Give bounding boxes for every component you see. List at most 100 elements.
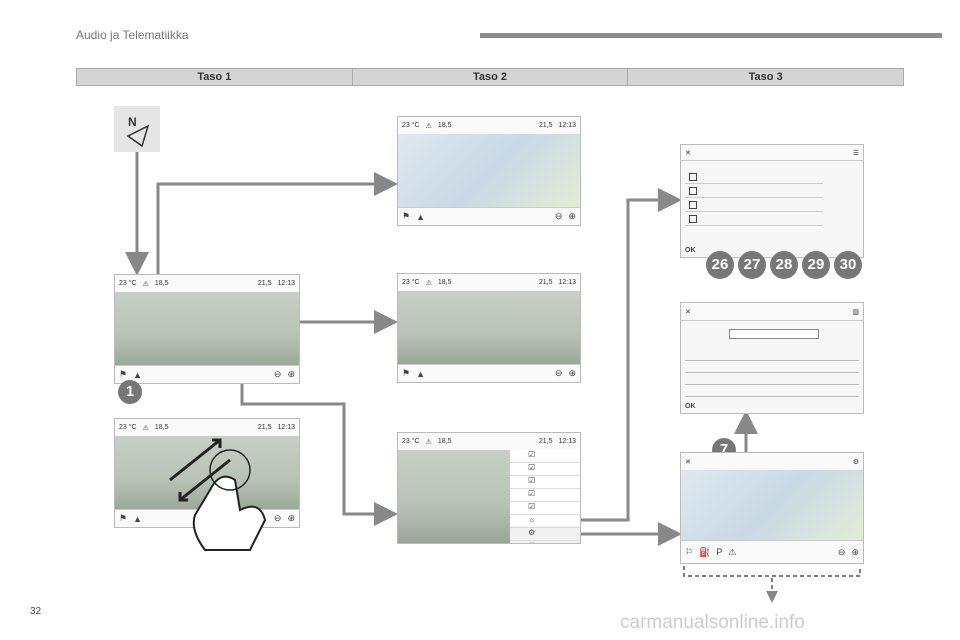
menu-item[interactable]: ☼ — [510, 515, 580, 528]
ok-button[interactable]: OK — [685, 247, 696, 254]
map-view[interactable] — [398, 291, 580, 365]
screen-level2-city-map[interactable]: 23 °C ⚠ 18,5 21,5 12:13 ⚑ ▲ ⊖ ⊕ — [397, 116, 581, 226]
checkbox[interactable] — [689, 187, 697, 195]
val1: 18,5 — [437, 122, 452, 129]
temp: 23 °C — [402, 438, 420, 445]
pinch-hand-icon — [169, 438, 267, 551]
map-view[interactable] — [398, 134, 580, 208]
map-view[interactable] — [398, 450, 510, 543]
time: 12:13 — [277, 424, 295, 431]
temp: 23 °C — [402, 122, 420, 129]
section-title: Audio ja Telematiikka — [76, 28, 189, 42]
zoom-out-icon[interactable]: ⊖ — [273, 513, 282, 523]
level-2: Taso 2 — [353, 69, 629, 85]
val2: 21,5 — [538, 122, 553, 129]
north-icon: N — [114, 106, 160, 152]
warning-icon: ⚠ — [142, 280, 149, 288]
fuel-icon[interactable]: ⛽ — [699, 546, 711, 557]
val2: 21,5 — [538, 279, 553, 286]
close-icon[interactable]: ✕ — [685, 149, 691, 157]
text-field[interactable] — [729, 329, 819, 339]
warning-icon: ⚠ — [142, 424, 149, 432]
screen-level3-grid[interactable]: ✕ ▥ OK — [680, 302, 864, 414]
zoom-in-icon[interactable]: ⊕ — [287, 513, 295, 523]
zoom-in-icon[interactable]: ⊕ — [851, 546, 859, 557]
footer-watermark: carmanualsonline.info — [620, 612, 805, 633]
page-number: 32 — [30, 606, 42, 617]
flag-icon[interactable]: ⚑ — [402, 368, 411, 378]
zoom-in-icon[interactable]: ⊕ — [568, 368, 576, 378]
compass-icon[interactable]: ▲ — [133, 369, 142, 380]
side-menu: ☑ ☑ ☑ ☑ ☑ ☼ ⚙ ▥ — [510, 450, 580, 543]
val1: 18,5 — [437, 438, 452, 445]
screen-level2-menu[interactable]: 23 °C ⚠ 18,5 21,5 12:13 ☑ ☑ ☑ ☑ ☑ ☼ ⚙ ▥ — [397, 432, 581, 544]
val2: 21,5 — [538, 438, 553, 445]
val1: 18,5 — [154, 424, 169, 431]
screen-level3-map[interactable]: ✕ ⚙ ⚐ ⛽ P ⚠ ⊖ ⊕ — [680, 452, 864, 564]
time: 12:13 — [558, 279, 576, 286]
list-row[interactable] — [685, 213, 823, 226]
ok-button[interactable]: OK — [685, 403, 696, 410]
compass-icon[interactable]: ▲ — [416, 368, 425, 379]
callout: 30 — [834, 251, 862, 279]
header-bar — [480, 33, 942, 38]
compass-icon[interactable]: ▲ — [416, 211, 425, 222]
list-row[interactable] — [685, 199, 823, 212]
warning-icon: ⚠ — [425, 279, 432, 287]
menu-item[interactable]: ☑ — [510, 489, 580, 502]
marker-1: 1 — [118, 380, 142, 404]
level-1: Taso 1 — [77, 69, 353, 85]
warning-icon: ⚠ — [425, 122, 432, 130]
val1: 18,5 — [437, 279, 452, 286]
zoom-out-icon[interactable]: ⊖ — [554, 211, 563, 221]
level-3: Taso 3 — [748, 71, 783, 83]
svg-text:N: N — [128, 115, 137, 129]
time: 12:13 — [558, 438, 576, 445]
zoom-in-icon[interactable]: ⊕ — [287, 369, 295, 379]
menu-item[interactable]: ☑ — [510, 476, 580, 489]
close-icon[interactable]: ✕ — [685, 458, 691, 466]
checkbox[interactable] — [689, 201, 697, 209]
close-icon[interactable]: ✕ — [685, 308, 691, 316]
time: 12:13 — [558, 122, 576, 129]
traffic-icon[interactable]: ⚐ — [685, 546, 694, 557]
map-settings-icon[interactable]: ▥ — [852, 308, 859, 316]
callout: 26 — [706, 251, 734, 279]
zoom-in-icon[interactable]: ⊕ — [568, 211, 576, 221]
screen-level3-list[interactable]: ✕ ☰ OK — [680, 144, 864, 258]
flag-icon[interactable]: ⚑ — [119, 513, 128, 523]
map-view[interactable] — [115, 292, 299, 366]
zoom-out-icon[interactable]: ⊖ — [273, 369, 282, 379]
screen-level2-3d-map[interactable]: 23 °C ⚠ 18,5 21,5 12:13 ⚑ ▲ ⊖ ⊕ — [397, 273, 581, 383]
flag-icon[interactable]: ⚑ — [119, 369, 128, 379]
menu-item[interactable]: ☑ — [510, 502, 580, 515]
zoom-out-icon[interactable]: ⊖ — [837, 546, 846, 557]
val2: 21,5 — [257, 280, 272, 287]
callout-numbers: 26 27 28 29 30 — [706, 251, 862, 279]
menu-item[interactable]: ☑ — [510, 463, 580, 476]
warning-icon: ⚠ — [425, 438, 432, 446]
warning-icon[interactable]: ⚠ — [728, 546, 737, 557]
menu-item[interactable]: ⚙ — [510, 528, 580, 541]
option-grid[interactable] — [685, 349, 859, 399]
checkbox[interactable] — [689, 215, 697, 223]
menu-item[interactable]: ☑ — [510, 450, 580, 463]
list-row[interactable] — [685, 185, 823, 198]
menu-item[interactable]: ▥ — [510, 541, 580, 543]
list-row[interactable] — [685, 171, 823, 184]
temp: 23 °C — [119, 424, 137, 431]
callout: 28 — [770, 251, 798, 279]
flag-icon[interactable]: ⚑ — [402, 211, 411, 221]
checklist-icon[interactable]: ☰ — [852, 149, 859, 157]
parking-icon[interactable]: P — [716, 547, 723, 557]
compass-icon[interactable]: ▲ — [133, 513, 142, 524]
map-view[interactable] — [681, 470, 863, 541]
val1: 18,5 — [154, 280, 169, 287]
settings-icon[interactable]: ⚙ — [852, 458, 859, 466]
time: 12:13 — [277, 280, 295, 287]
zoom-out-icon[interactable]: ⊖ — [554, 368, 563, 378]
checkbox[interactable] — [689, 173, 697, 181]
temp: 23 °C — [402, 279, 420, 286]
val2: 21,5 — [257, 424, 272, 431]
